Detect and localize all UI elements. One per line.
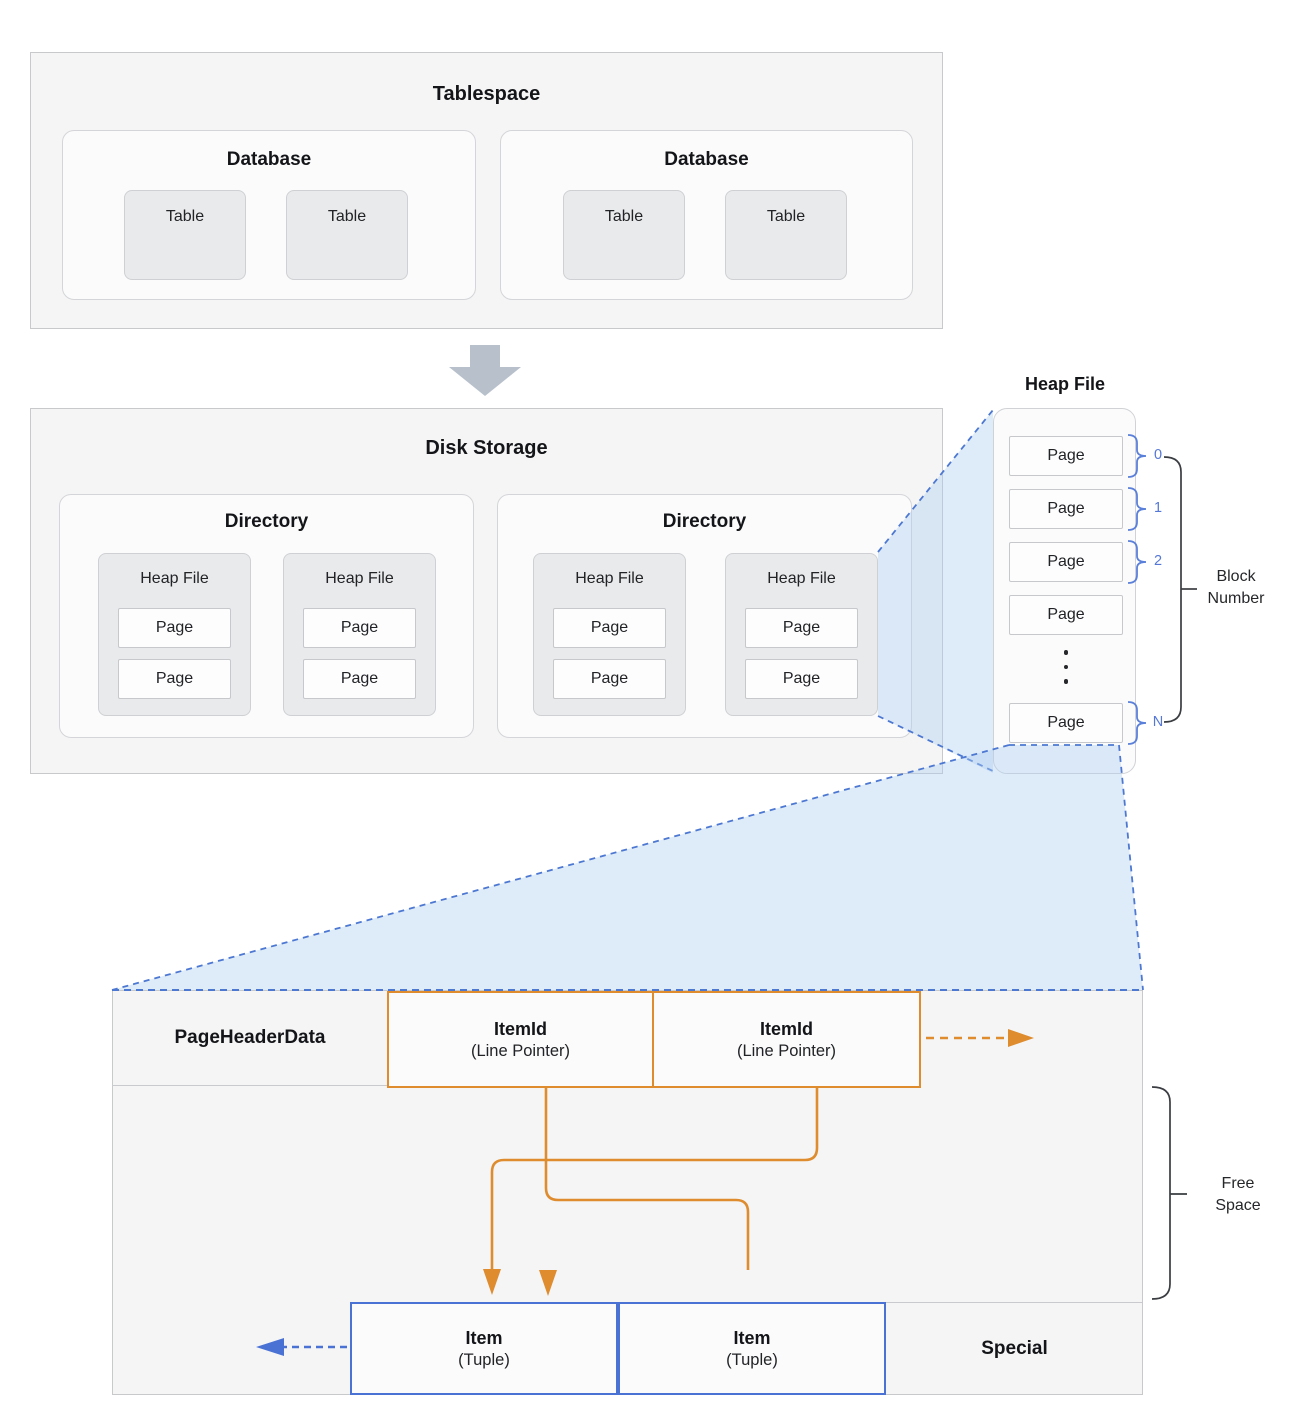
down-arrow-icon (449, 345, 521, 396)
itemid-subtitle: (Line Pointer) (470, 1041, 571, 1060)
block-number-0: 0 (1153, 447, 1163, 463)
item-subtitle: (Tuple) (458, 1350, 510, 1369)
free-space-label: Free Space (1215, 1175, 1261, 1214)
cone-edge (111, 744, 1010, 991)
page-box: Page (1009, 436, 1123, 476)
expansion-cone-page (112, 745, 1143, 990)
block-number-bracket (1163, 456, 1182, 723)
directory-title: Directory (224, 511, 309, 532)
disk-storage-title: Disk Storage (425, 437, 548, 459)
table-box: Table (124, 190, 246, 280)
free-space-bracket (1151, 1086, 1171, 1300)
page-box: Page (118, 659, 231, 699)
block-number-label: Block Number (1207, 568, 1265, 607)
item-cell-2: Item (Tuple) (618, 1302, 886, 1395)
page-box: Page (303, 608, 416, 648)
itemid-title: ItemId (759, 1018, 813, 1039)
item-cell-1: Item (Tuple) (350, 1302, 618, 1395)
block-number-n: N (1152, 714, 1164, 730)
database-title: Database (226, 149, 312, 170)
page-box: Page (553, 608, 666, 648)
heap-file-detail-title: Heap File (1024, 374, 1106, 394)
page-box: Page (1009, 595, 1123, 635)
page-box: Page (118, 608, 231, 648)
itemid-title: ItemId (493, 1018, 547, 1039)
cone-edge (1118, 744, 1144, 991)
vertical-ellipsis-icon (1058, 650, 1074, 684)
page-box: Page (553, 659, 666, 699)
page-box: Page (1009, 703, 1123, 743)
directory-title: Directory (662, 511, 747, 532)
table-box: Table (563, 190, 685, 280)
special-cell: Special (886, 1302, 1143, 1395)
itemid-subtitle: (Line Pointer) (736, 1041, 837, 1060)
table-box: Table (725, 190, 847, 280)
table-box: Table (286, 190, 408, 280)
page-box: Page (1009, 489, 1123, 529)
page-header-cell: PageHeaderData (112, 990, 388, 1086)
database-box-2: Database (500, 130, 913, 300)
tablespace-title: Tablespace (432, 83, 541, 105)
block-number-1: 1 (1153, 500, 1163, 516)
page-box: Page (1009, 542, 1123, 582)
itemid-cell-2: ItemId (Line Pointer) (652, 991, 921, 1088)
itemid-cell-1: ItemId (Line Pointer) (387, 991, 654, 1088)
item-subtitle: (Tuple) (726, 1350, 778, 1369)
page-box: Page (745, 608, 858, 648)
page-box: Page (303, 659, 416, 699)
database-title: Database (664, 149, 749, 170)
page-box: Page (745, 659, 858, 699)
item-title: Item (465, 1327, 503, 1348)
item-title: Item (733, 1327, 771, 1348)
block-number-2: 2 (1153, 553, 1163, 569)
